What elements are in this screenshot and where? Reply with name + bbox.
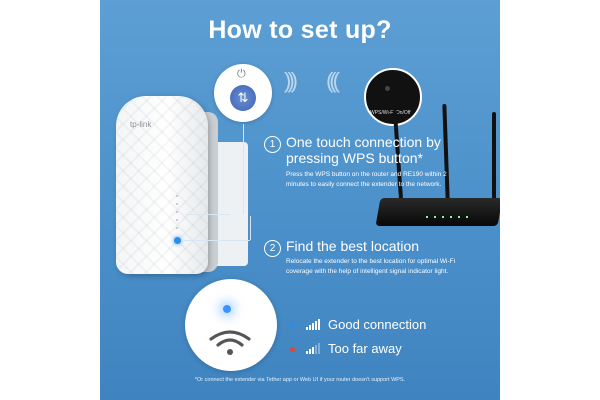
step-1-description: Press the WPS button on the router and R… <box>286 171 447 188</box>
extender-status-leds <box>176 195 179 235</box>
legend-label: Too far away <box>328 341 402 356</box>
signal-bars-partial-icon <box>306 343 322 354</box>
step-2-title: Find the best location <box>286 238 420 254</box>
router-image <box>375 190 500 232</box>
connector-line <box>243 124 244 214</box>
signal-bars-full-icon <box>306 319 322 330</box>
wps-button-closeup: ⏻ ⇅ <box>214 64 272 122</box>
setup-guide-poster: How to set up? tp-link ⏻ ⇅ ))) ))) WPS/W… <box>100 0 500 400</box>
signal-indicator-closeup <box>185 279 277 371</box>
signal-light-icon <box>223 305 231 313</box>
signal-led-icon <box>174 237 181 244</box>
signal-waves-left-icon: ))) <box>284 68 298 93</box>
legend-label: Good connection <box>328 317 427 332</box>
connector-line <box>184 240 250 241</box>
page-title: How to set up? <box>208 16 392 44</box>
good-connection-dot-icon <box>290 323 295 328</box>
router-button-label: WPS/Wi-Fi On/Off <box>370 110 411 116</box>
power-icon: ⏻ <box>237 68 246 80</box>
range-extender-image <box>116 96 208 274</box>
step-number-2: 2 <box>264 240 281 257</box>
wifi-icon <box>209 330 251 355</box>
signal-waves-right-icon: ))) <box>330 68 340 93</box>
router-antenna <box>492 112 496 200</box>
footnote: *Or connect the extender via Tether app … <box>194 377 406 383</box>
router-wps-button-icon <box>385 86 390 91</box>
connector-line <box>250 216 251 240</box>
step-1-title: One touch connection by pressing WPS but… <box>286 134 441 166</box>
step-2-description: Relocate the extender to the best locati… <box>286 258 456 275</box>
extender-logo: tp-link <box>130 120 152 129</box>
wps-icon: ⇅ <box>230 85 256 111</box>
too-far-dot-icon <box>290 347 295 352</box>
connector-line <box>186 214 230 215</box>
step-number-1: 1 <box>264 136 281 153</box>
